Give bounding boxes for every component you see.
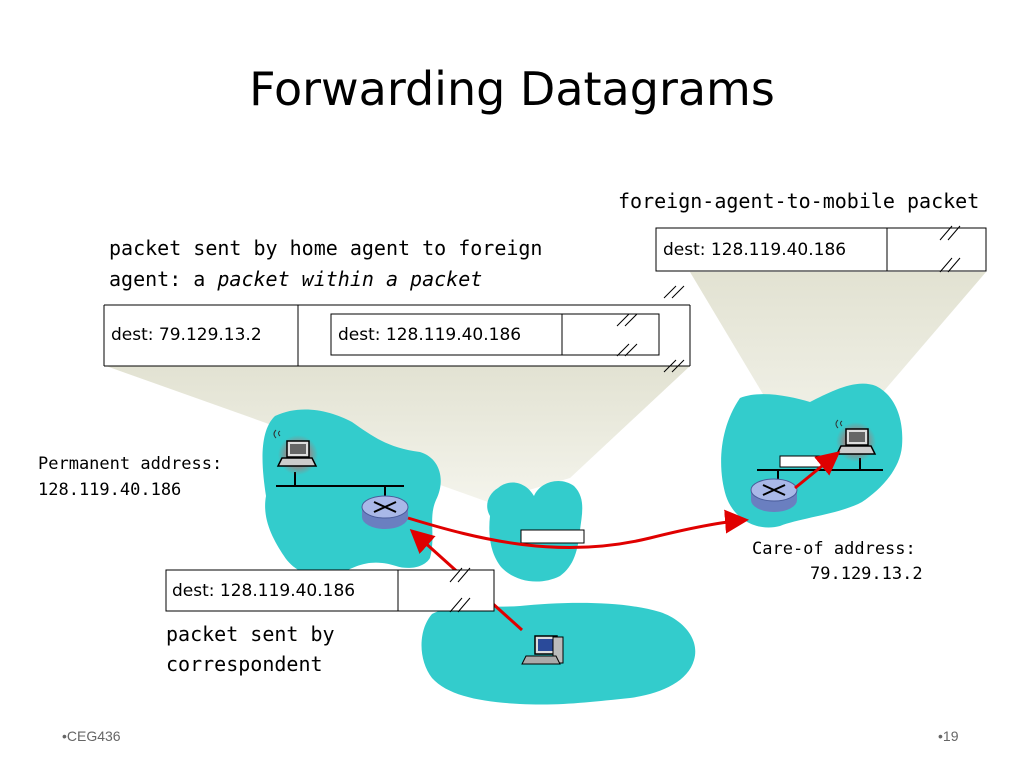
- correspondent-dest-label: dest: 128.119.40.186: [172, 581, 356, 601]
- home-agent-caption-prefix: agent: a: [109, 267, 218, 291]
- care-of-address-value: 79.129.13.2: [810, 564, 923, 584]
- correspondent-packet-box: [165, 567, 495, 613]
- outer-dest-label: dest: 79.129.13.2: [111, 325, 262, 345]
- packet-within-packet-text: packet within a packet: [217, 267, 483, 291]
- correspondent-caption-line2: correspondent: [166, 652, 323, 676]
- desktop-computer-icon: [521, 635, 564, 665]
- inner-dest-label: dest: 128.119.40.186: [338, 325, 522, 345]
- mobile-packet-box: [655, 225, 987, 273]
- foreign-agent-to-mobile-arrow: [794, 451, 841, 490]
- router-icon: [750, 478, 798, 512]
- home-agent-caption-line1: packet sent by home agent to foreign: [109, 236, 543, 260]
- internet-packet-block: [520, 529, 585, 544]
- footer-page-number: •19: [938, 728, 959, 744]
- permanent-address-value: 128.119.40.186: [38, 480, 182, 500]
- foreign-agent-to-mobile-caption: foreign-agent-to-mobile packet: [618, 189, 980, 213]
- slide-title: Forwarding Datagrams: [249, 62, 775, 116]
- home-to-foreign-tunnel-arrow: [407, 509, 749, 550]
- inner-packet-box: [330, 313, 660, 357]
- laptop-icon: [273, 429, 318, 475]
- permanent-address-label: Permanent address:: [38, 454, 223, 474]
- mobile-callout-beam: [690, 272, 986, 456]
- mobile-dest-label: dest: 128.119.40.186: [663, 240, 847, 260]
- laptop-icon: [835, 419, 877, 462]
- router-icon: [361, 495, 409, 529]
- home-agent-caption-line2: agent: a packet within a packet: [109, 264, 482, 294]
- footer-course-code: •CEG436: [62, 728, 121, 744]
- care-of-address-label: Care-of address:: [752, 539, 916, 559]
- tunnel-callout-beam: [106, 366, 690, 502]
- correspondent-caption-line1: packet sent by: [166, 622, 335, 646]
- foreign-packet-block: [779, 455, 827, 468]
